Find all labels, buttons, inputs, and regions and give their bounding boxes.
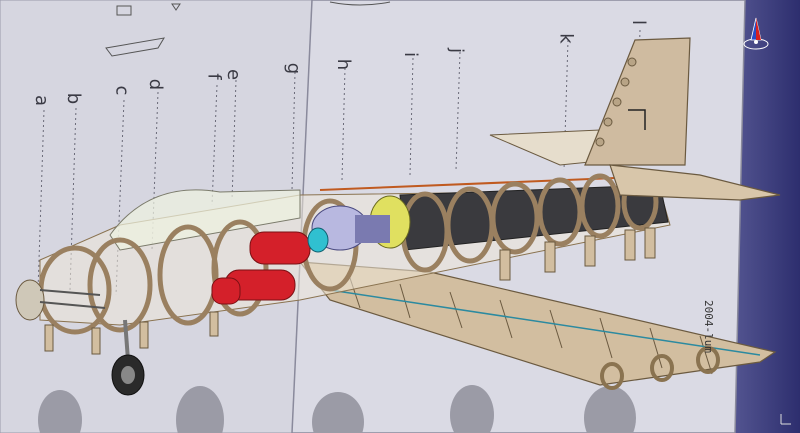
station-label: f: [203, 73, 225, 80]
nose-mechanism: [39, 289, 106, 309]
station-label: a: [31, 94, 53, 107]
compass-icon[interactable]: [740, 14, 772, 54]
station-label: e: [223, 68, 245, 81]
station-label: j: [446, 47, 468, 54]
wing-spar: [329, 289, 761, 356]
station-label: l: [628, 19, 650, 26]
axis-indicator-icon: [780, 414, 791, 425]
wing-rings: [600, 346, 720, 390]
station-label: k: [555, 33, 577, 44]
nose-landing-gear: [111, 319, 145, 396]
sheet-shadows: [38, 385, 636, 433]
frame-legs: [44, 227, 656, 355]
fin-holes: [595, 57, 637, 147]
vertical-stabilizer: [584, 37, 691, 166]
fuel-tanks: [211, 231, 311, 305]
fuselage-frames: [38, 173, 659, 335]
station-label: c: [111, 85, 133, 96]
sheet-note: 2004-lum: [702, 300, 715, 353]
turbine-engine: [307, 195, 411, 253]
station-label: b: [63, 92, 85, 105]
sheet-sketches: [105, 1, 391, 57]
rudder-outline: [628, 109, 646, 130]
station-label: i: [400, 51, 422, 58]
canopy: [109, 189, 301, 251]
station-label: h: [333, 58, 355, 71]
nose-cone: [15, 279, 45, 321]
station-label: d: [145, 78, 167, 91]
horizontal-stabilizer-near: [609, 164, 781, 201]
station-label: g: [283, 62, 305, 75]
